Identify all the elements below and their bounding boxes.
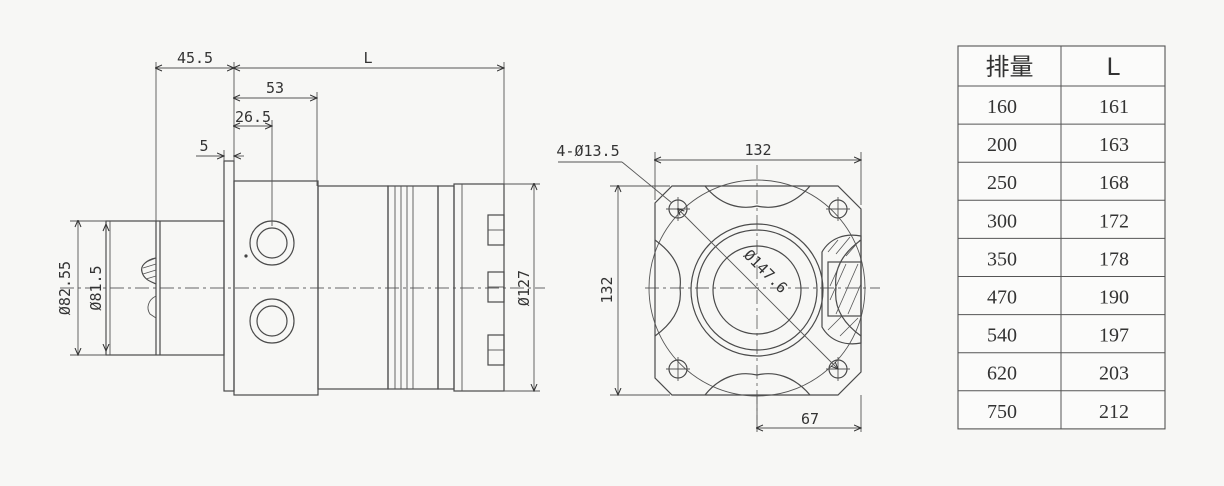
dim-53: 53: [266, 79, 284, 97]
table-cell-length: 178: [1099, 248, 1129, 270]
square-flange: [654, 185, 862, 396]
front-view: 4-Ø13.5 132 132 Ø147.6 67: [556, 141, 880, 432]
table-cell-displacement: 470: [987, 287, 1017, 309]
table-cell-displacement: 540: [987, 325, 1017, 347]
dim-45-5: 45.5: [177, 49, 213, 67]
table-cell-displacement: 350: [987, 248, 1017, 270]
table-cell-length: 172: [1099, 210, 1129, 232]
dim-dia-127: Ø127: [515, 270, 533, 306]
table-cell-length: 212: [1099, 401, 1129, 423]
table-cell-displacement: 250: [987, 172, 1017, 194]
mounting-flange: [223, 160, 235, 392]
table-cell-length: 203: [1099, 363, 1129, 385]
table-header-1: L: [1106, 53, 1120, 81]
port-block: [233, 180, 319, 396]
dim-26-5: 26.5: [235, 108, 271, 126]
table-cell-displacement: 620: [987, 363, 1017, 385]
table-cell-displacement: 300: [987, 210, 1017, 232]
table-cell-length: 168: [1099, 172, 1129, 194]
dim-width-132: 132: [744, 141, 771, 159]
dim-5: 5: [199, 137, 208, 155]
side-view: 45.5 L 53 26.5 5 Ø82.55 Ø81.5 Ø127: [56, 49, 545, 396]
displacement-length-table: 排量 L 160 161 200 163 250 168 300 172 350 178 470 190 5…: [957, 45, 1166, 430]
table-cell-length: 161: [1099, 96, 1129, 118]
dim-holes: 4-Ø13.5: [556, 142, 619, 160]
table-cell-length: 163: [1099, 134, 1129, 156]
dim-pcd: Ø147.6: [740, 246, 791, 297]
table-cell-length: 197: [1099, 325, 1129, 347]
side-port-section: [821, 234, 862, 345]
table-cell-length: 190: [1099, 287, 1129, 309]
dim-67: 67: [801, 410, 819, 428]
table-header-0: 排量: [986, 53, 1034, 81]
dim-dia-82-55: Ø82.55: [56, 261, 74, 315]
dim-dia-81-5: Ø81.5: [87, 265, 105, 310]
motor-body: [317, 183, 505, 392]
table-cell-displacement: 160: [987, 96, 1017, 118]
dim-height-132: 132: [598, 276, 616, 303]
table-cell-displacement: 200: [987, 134, 1017, 156]
table-cell-displacement: 750: [987, 401, 1017, 423]
dim-L: L: [363, 49, 372, 67]
